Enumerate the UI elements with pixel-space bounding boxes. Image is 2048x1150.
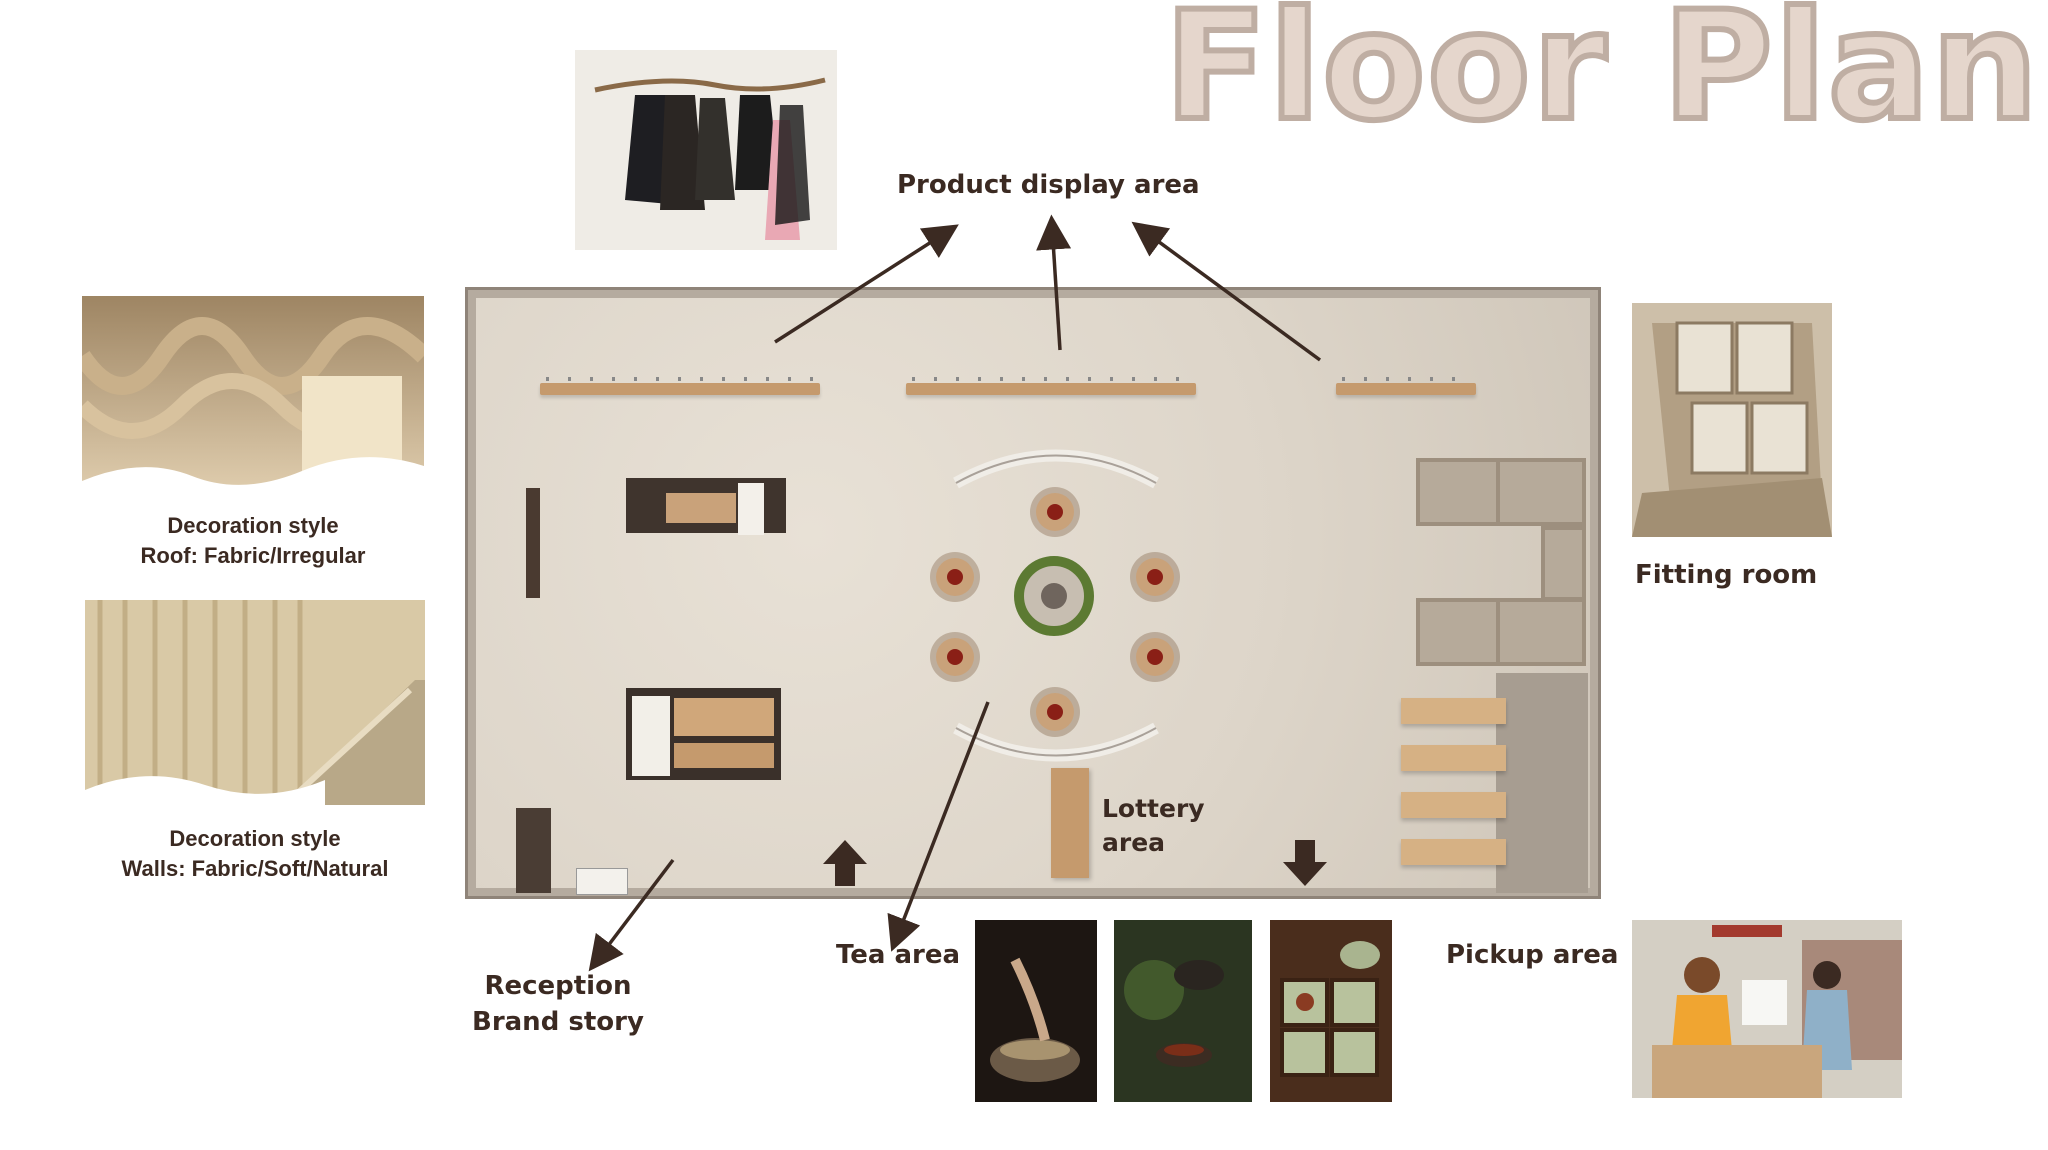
pickup-shelf — [1401, 745, 1506, 771]
floor-plan — [465, 287, 1601, 899]
central-planter-core — [1041, 583, 1067, 609]
walls-fabric-photo — [85, 600, 425, 805]
pickup-photo — [1632, 920, 1902, 1098]
walls-caption-line2: Walls: Fabric/Soft/Natural — [121, 856, 389, 881]
counter-upper-white — [738, 483, 764, 535]
wall-rack — [526, 488, 540, 598]
counter-lower-white — [632, 696, 670, 776]
clothes-rack-photo — [575, 50, 837, 250]
label-lottery-line2: area — [1102, 828, 1166, 857]
label-lottery: Lottery area — [1102, 792, 1205, 860]
reception-counter — [576, 868, 628, 895]
fitting-room-cubicle — [1416, 458, 1501, 526]
pickup-shelf — [1401, 698, 1506, 724]
pickup-shelf — [1401, 792, 1506, 818]
display-rack — [540, 377, 820, 395]
entrance-arrow-icon — [823, 840, 867, 886]
label-reception: Reception Brand story — [472, 968, 644, 1040]
label-lottery-line1: Lottery — [1102, 794, 1205, 823]
roof-fabric-photo — [82, 296, 424, 506]
pickup-shelf — [1401, 839, 1506, 865]
exit-arrow-icon — [1283, 840, 1327, 886]
pickup-zone — [1496, 673, 1588, 893]
tea-photo-matcha — [975, 920, 1097, 1102]
fitting-room-cubicle — [1496, 458, 1586, 526]
tea-table — [936, 638, 974, 676]
tea-table — [1036, 693, 1074, 731]
tea-table — [936, 558, 974, 596]
walls-decoration-caption: Decoration style Walls: Fabric/Soft/Natu… — [75, 824, 435, 884]
counter-lower-wood — [674, 743, 774, 768]
fitting-room-cubicle — [1496, 598, 1586, 666]
label-reception-line2: Brand story — [472, 1007, 644, 1037]
label-product-display: Product display area — [897, 170, 1200, 200]
tea-photo-set — [1270, 920, 1392, 1102]
roof-caption-line1: Decoration style — [167, 513, 339, 538]
label-fitting-room: Fitting room — [1635, 560, 1818, 590]
counter-lower-wood — [674, 698, 774, 736]
fitting-room-cubicle — [1541, 526, 1586, 601]
reception-desk — [516, 808, 551, 893]
tea-table — [1036, 493, 1074, 531]
label-pickup: Pickup area — [1446, 940, 1619, 970]
display-rack — [906, 377, 1196, 395]
tea-table — [1136, 558, 1174, 596]
lottery-box — [1051, 768, 1089, 878]
label-tea: Tea area — [836, 940, 961, 970]
display-rack — [1336, 377, 1476, 395]
counter-upper-wood — [666, 493, 736, 523]
roof-decoration-caption: Decoration style Roof: Fabric/Irregular — [82, 511, 424, 571]
tea-table — [1136, 638, 1174, 676]
fitting-room-photo — [1632, 303, 1832, 537]
page-title: Floor Plan — [1161, 0, 2041, 154]
label-reception-line1: Reception — [484, 971, 632, 1001]
curved-benches — [953, 449, 1159, 762]
tea-photo-pouring — [1114, 920, 1252, 1102]
walls-caption-line1: Decoration style — [169, 826, 341, 851]
roof-caption-line2: Roof: Fabric/Irregular — [140, 543, 366, 568]
floor-surface — [476, 298, 1590, 895]
